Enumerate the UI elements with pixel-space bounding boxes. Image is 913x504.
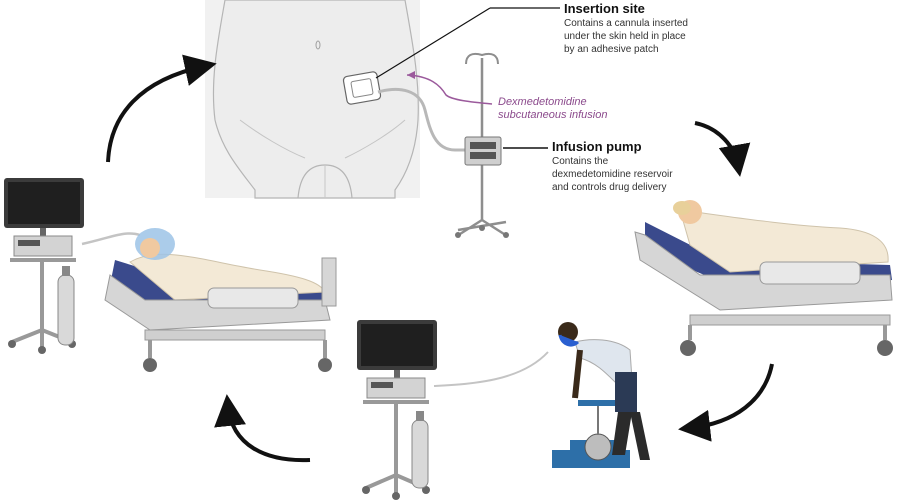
infusion-pump-description-line: Contains the: [552, 156, 609, 167]
insertion-site-leader: [375, 7, 491, 79]
infusion-pump-description-line: dexmedetomidine reservoir: [552, 169, 673, 180]
infusion-tubing: [377, 87, 472, 152]
monitor-icon: [357, 320, 437, 500]
cycle-arrow-icon: [678, 363, 774, 442]
infusion-pump-device: [464, 136, 502, 166]
insertion-site-label: Insertion site Contains a cannula insert…: [564, 2, 734, 56]
insertion-site-title: Insertion site: [564, 1, 645, 16]
gas-cylinder-icon: [57, 266, 75, 346]
insertion-site-description-line: Contains a cannula inserted: [564, 18, 688, 29]
drug-line: [406, 74, 493, 105]
vr-mask: [558, 334, 580, 347]
drug-label: Dexmedetomidine subcutaneous infusion: [498, 96, 638, 122]
navel: [315, 40, 321, 50]
hospital-bed-icon: [104, 228, 337, 372]
cycle-arrow-icon: [694, 121, 751, 177]
cycle-arrow-icon: [106, 54, 217, 163]
cycle-arrow-icon: [214, 394, 311, 463]
infusion-pump-label: Infusion pump Contains the dexmedetomidi…: [552, 140, 722, 194]
iv-pole-icon: [455, 52, 509, 238]
infusion-pump-title: Infusion pump: [552, 139, 642, 154]
drug-label-line: subcutaneous infusion: [498, 109, 608, 121]
infusion-pump-description-line: and controls drug delivery: [552, 182, 667, 193]
insertion-site-description-line: under the skin held in place: [564, 31, 686, 42]
insertion-site-description-line: by an adhesive patch: [564, 44, 659, 55]
exercising-person: [552, 322, 650, 468]
drug-label-line: Dexmedetomidine: [498, 96, 587, 108]
gas-cylinder-icon: [411, 411, 429, 489]
torso-panel: [205, 0, 472, 199]
monitor-icon: [4, 178, 84, 354]
torso-silhouette: [212, 0, 419, 199]
hospital-bed-icon: [634, 200, 893, 356]
cannula-patch-icon: [342, 71, 382, 105]
